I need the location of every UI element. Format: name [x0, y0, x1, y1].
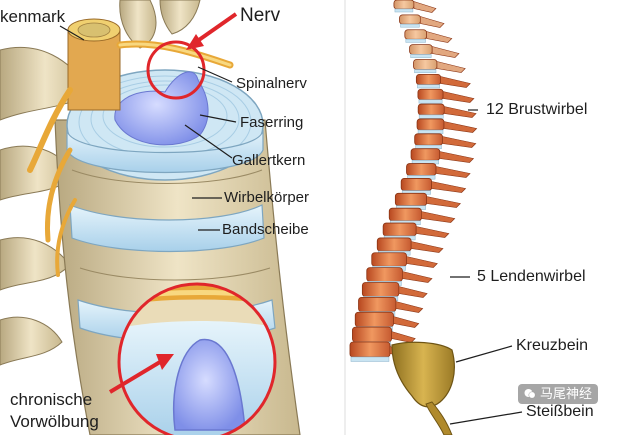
spinous-process: [442, 91, 475, 103]
spinous-process: [442, 136, 477, 148]
spinous-process: [415, 226, 450, 238]
spinous-process: [431, 181, 467, 193]
label-coccyx: Steißbein: [526, 403, 594, 420]
wechat-icon: [524, 388, 536, 400]
spinous-process: [406, 256, 438, 268]
intervertebral-disc: [410, 54, 432, 58]
vertebra: [404, 29, 427, 40]
vertebra: [417, 103, 445, 116]
intervertebral-disc: [417, 129, 444, 134]
vertebra: [388, 207, 422, 222]
spinous-process: [413, 1, 437, 13]
vertebra: [399, 14, 421, 25]
vertebral-column: [349, 0, 478, 362]
label-thoracic: 12 Brustwirbel: [486, 101, 588, 118]
vertebra: [393, 0, 415, 10]
vertebra: [349, 341, 391, 358]
spinous-process: [439, 151, 475, 163]
label-nerve: Nerv: [240, 5, 281, 26]
intervertebral-disc: [417, 84, 440, 89]
spinous-process: [426, 31, 453, 43]
intervertebral-disc: [350, 356, 390, 362]
spinous-process: [435, 166, 471, 178]
spinous-process: [398, 286, 428, 298]
intervertebral-disc: [400, 23, 420, 28]
vertebra: [416, 118, 445, 131]
intervertebral-disc: [418, 99, 443, 104]
label-bulge-line2: Vorwölbung: [10, 412, 99, 431]
spinous-process: [395, 301, 424, 313]
label-vertebral-body: Wirbelkörper: [224, 189, 310, 206]
spinous-process: [431, 46, 460, 58]
vertebra: [358, 296, 397, 313]
intervertebral-disc: [415, 144, 442, 150]
spinous-process: [426, 196, 461, 208]
spinous-process: [443, 121, 478, 133]
left-panel-illustration: [0, 0, 301, 435]
spinous-process: [436, 61, 466, 73]
spinous-process: [410, 241, 444, 253]
watermark-text: 马尾神经: [540, 386, 593, 402]
label-fibrous-ring: Faserring: [240, 114, 304, 131]
vertebra: [409, 44, 433, 55]
label-sacrum: Kreuzbein: [516, 337, 589, 354]
vertebra: [376, 237, 412, 252]
vertebra: [366, 267, 403, 282]
vertebra: [394, 192, 428, 207]
coccyx-shape: [425, 401, 453, 435]
vertebra: [400, 178, 433, 191]
vertebra: [406, 163, 437, 176]
spinous-process: [420, 16, 445, 28]
watermark: 马尾神经: [518, 384, 599, 404]
vertebra: [361, 282, 400, 297]
label-spinal-cord: kenmark: [0, 7, 66, 26]
spinous-process: [402, 271, 433, 283]
spinous-process: [443, 106, 477, 118]
vertebra: [371, 252, 407, 267]
vertebra: [413, 59, 438, 70]
spinous-process: [440, 76, 471, 88]
intervertebral-disc: [405, 39, 426, 43]
intervertebral-disc: [418, 114, 444, 119]
spinous-process: [421, 211, 456, 223]
spinous-process: [393, 316, 420, 328]
vertebra: [410, 148, 441, 161]
vertebra: [414, 133, 443, 146]
label-disc: Bandscheibe: [222, 221, 309, 238]
label-bulge-line1: chronische: [10, 390, 93, 409]
label-gel-core: Gallertkern: [232, 152, 306, 169]
label-lumbar: 5 Lendenwirbel: [477, 268, 586, 285]
sacrum-shape: [391, 341, 455, 408]
vertebra: [352, 326, 392, 343]
vertebra: [417, 88, 444, 101]
vertebra: [382, 222, 417, 237]
vertebra: [415, 73, 442, 86]
vertebra: [354, 311, 394, 328]
right-panel-spine: [346, 0, 632, 435]
intervertebral-disc: [394, 8, 414, 13]
intervertebral-disc: [414, 69, 437, 74]
label-spinal-nerve: Spinalnerv: [236, 75, 307, 92]
